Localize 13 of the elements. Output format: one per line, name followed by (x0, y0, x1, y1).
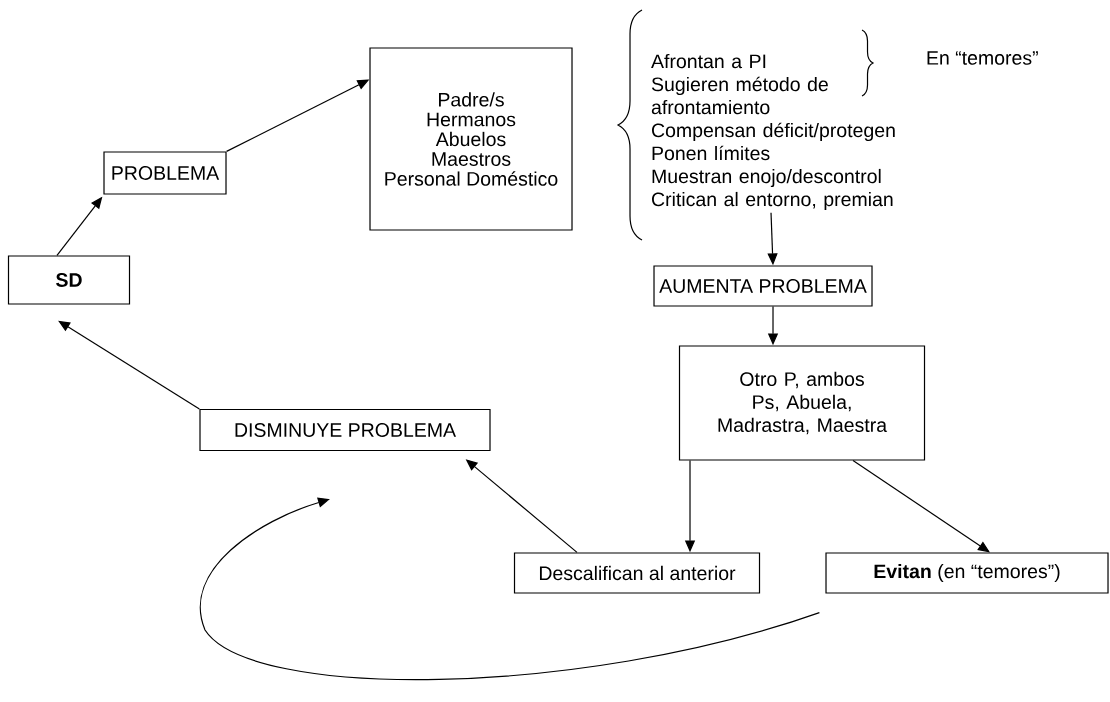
arrow (58, 320, 200, 410)
process-box: PROBLEMA (103, 151, 227, 195)
arrow (852, 460, 990, 553)
process-box: SD (7, 255, 131, 305)
process-box: AUMENTA PROBLEMA (653, 265, 873, 307)
arrow (200, 497, 820, 681)
process-box: DISMINUYE PROBLEMA (199, 408, 491, 452)
brace-label: En “temores” (927, 51, 1038, 65)
process-box: Otro P, ambos Ps, Abuela, Madrastra, Maestra (678, 345, 926, 461)
process-box: Evitan (en “temores”) (825, 552, 1109, 594)
process-box: Descalifican al anterior (513, 552, 761, 594)
process-box: Padre/s Hermanos Abuelos Maestros Personal Doméstico (369, 47, 573, 231)
text-list: Afrontan a PI Sugieren método de afrontamiento Compensan déficit/protegen Ponen límites Muestran enojo/descontrol Critican al entorno, premian (651, 53, 895, 211)
